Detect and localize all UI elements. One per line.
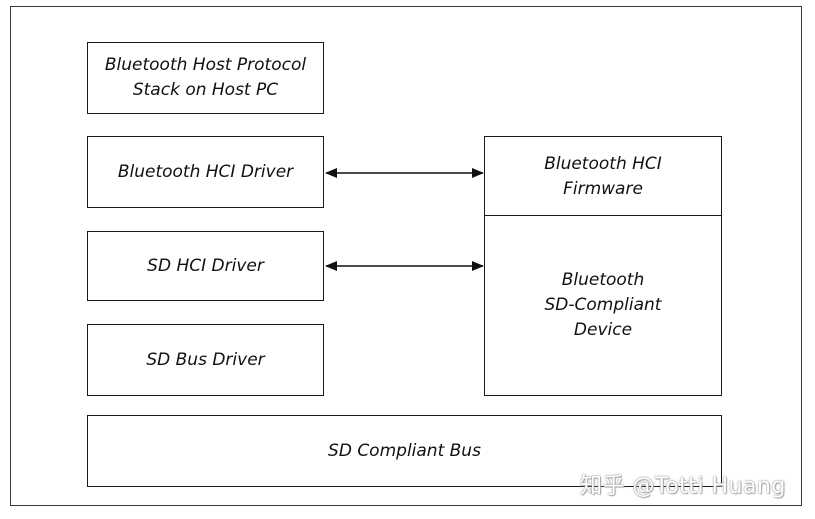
host-protocol-stack-label: Bluetooth Host Protocol Stack on Host PC xyxy=(104,55,307,100)
sd-compliant-bus-box: SD Compliant Bus xyxy=(87,415,722,487)
sd-hci-driver-box: SD HCI Driver xyxy=(87,231,324,301)
sd-hci-driver-label: SD HCI Driver xyxy=(147,255,264,276)
sd-bus-driver-box: SD Bus Driver xyxy=(87,324,324,396)
hci-firmware-box: Bluetooth HCI Firmware xyxy=(484,136,722,217)
host-protocol-stack-box: Bluetooth Host Protocol Stack on Host PC xyxy=(87,42,324,114)
hci-driver-box: Bluetooth HCI Driver xyxy=(87,136,324,208)
sd-compliant-bus-label: SD Compliant Bus xyxy=(328,440,481,461)
hci-driver-label: Bluetooth HCI Driver xyxy=(117,161,294,182)
diagram-frame xyxy=(10,6,802,506)
sd-compliant-device-label: Bluetooth SD-Compliant Device xyxy=(544,270,662,340)
watermark: 知乎 @Totti Huang xyxy=(580,474,786,499)
sd-compliant-device-box: Bluetooth SD-Compliant Device xyxy=(484,215,722,396)
sd-bus-driver-label: SD Bus Driver xyxy=(146,349,265,370)
hci-firmware-label: Bluetooth HCI Firmware xyxy=(544,153,662,199)
